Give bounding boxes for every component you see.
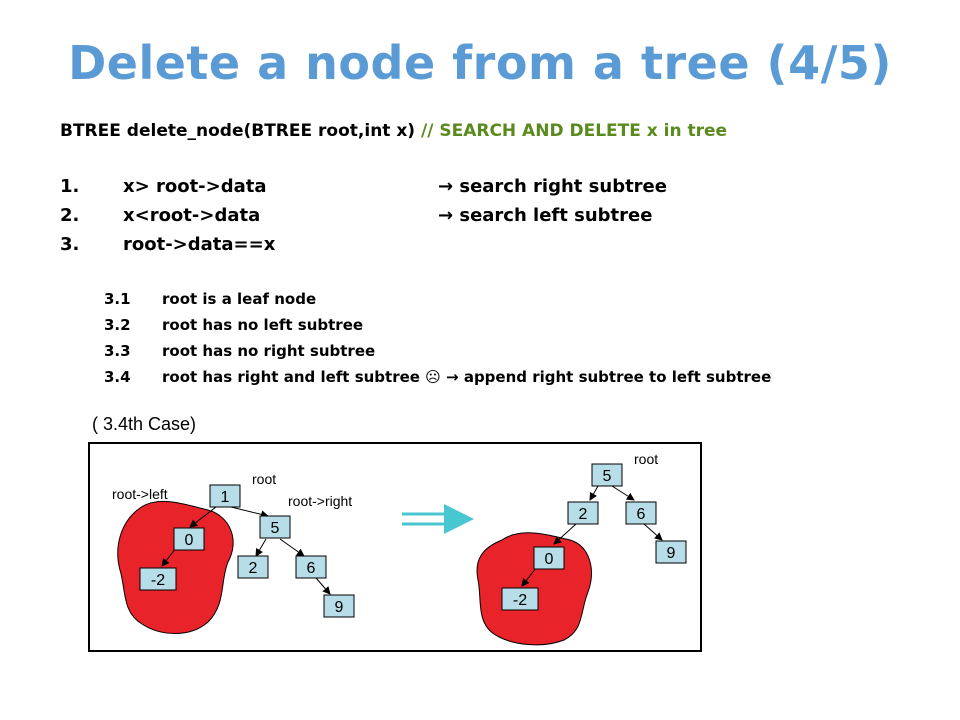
node-value: 5 [603,468,612,485]
node-value: 0 [545,551,554,568]
step-condition: x> root->data [123,176,267,197]
substep-number: 3.2 [104,316,131,334]
tree-node: -2 [501,587,539,611]
tree-node: 5 [259,515,291,539]
tree-node: 2 [237,555,269,579]
label-root-left: root->left [112,486,168,502]
edge-0-m2 [161,547,177,567]
left-subtree-blob [117,500,234,634]
tree-node: 1 [209,484,241,508]
substep-text: root has no left subtree [162,316,364,334]
edge-1-5 [230,506,269,519]
substep-number: 3.3 [104,342,131,360]
tree-node: 9 [323,594,355,618]
step-condition: x<root->data [123,205,261,226]
edge-5-2 [589,485,599,501]
step-number: 2. [60,205,80,226]
edge-5-2 [255,538,267,557]
node-value: 9 [667,545,676,562]
edge-5-6 [611,485,635,501]
label-root-right: root->right [288,493,352,509]
tree-node: 6 [295,555,327,579]
edge-6-9 [643,523,663,541]
tree-node: 9 [655,540,687,564]
function-signature: BTREE delete_node(BTREE root,int x) // S… [60,121,727,141]
edge-0-m2 [521,567,537,587]
signature-code: BTREE delete_node(BTREE root,int x) [60,121,416,141]
step-condition: root->data==x [123,234,276,255]
node-value: 1 [221,489,230,506]
tree-node: 0 [173,527,205,551]
substep-number: 3.4 [104,368,131,386]
node-value: 6 [637,506,646,523]
signature-comment: // SEARCH AND DELETE x in tree [421,121,728,141]
tree-node: -2 [139,567,177,591]
node-value: -2 [513,592,527,609]
substep-number: 3.1 [104,290,131,308]
edge-2-0 [553,523,577,545]
step-action: → search left subtree [438,205,653,226]
substep-text: root has no right subtree [162,342,376,360]
step-number: 3. [60,234,80,255]
node-value: -2 [151,572,165,589]
label-root: root [252,471,276,487]
substep-text: root is a leaf node [162,290,317,308]
substep-text: root has right and left subtree ☹ → appe… [162,368,772,386]
slide-title: Delete a node from a tree (4/5) [68,36,892,90]
edge-1-0 [189,506,217,528]
case-label: ( 3.4th Case) [92,414,197,434]
tree-node: 6 [625,501,657,525]
edge-5-6 [279,538,305,557]
tree-node: 2 [567,501,599,525]
tree-node: 5 [591,463,623,487]
label-root: root [634,451,658,467]
node-value: 2 [579,506,588,523]
step-action: → search right subtree [438,176,667,197]
transform-arrow-icon [402,504,474,534]
node-value: 6 [307,560,316,577]
node-value: 2 [249,560,258,577]
edge-6-9 [315,577,331,595]
tree-diagram: root root->left root->right 1 0 -2 5 2 6 [88,442,702,652]
node-value: 0 [185,532,194,549]
node-value: 9 [335,599,344,616]
step-number: 1. [60,176,80,197]
node-value: 5 [271,520,280,537]
tree-diagram-svg: root root->left root->right 1 0 -2 5 2 6 [112,451,687,646]
tree-node: 0 [533,546,565,570]
